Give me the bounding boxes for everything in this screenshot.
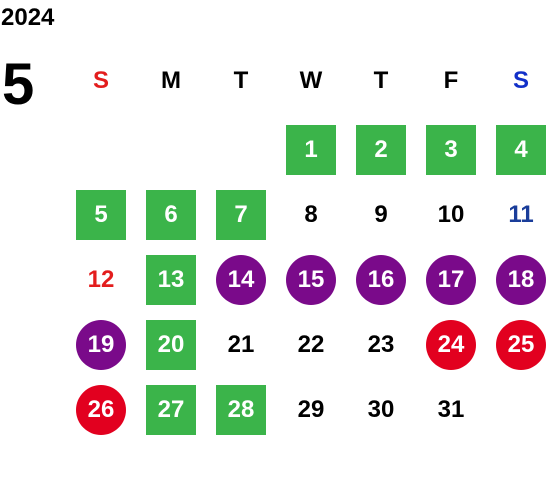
day-4[interactable]: 4 (496, 125, 546, 175)
weekday-saturday: S (512, 67, 529, 94)
weekday-sunday: S (92, 67, 109, 94)
day-21[interactable]: 21 (227, 331, 255, 358)
day-13[interactable]: 13 (146, 255, 196, 305)
day-6[interactable]: 6 (146, 190, 196, 240)
day-17[interactable]: 17 (426, 255, 476, 305)
day-10[interactable]: 10 (437, 201, 465, 228)
day-7[interactable]: 7 (216, 190, 266, 240)
day-20[interactable]: 20 (146, 320, 196, 370)
day-8[interactable]: 8 (304, 201, 318, 228)
day-5[interactable]: 5 (76, 190, 126, 240)
year-label: 2024 (1, 4, 55, 31)
day-1[interactable]: 1 (286, 125, 336, 175)
day-18[interactable]: 18 (496, 255, 546, 305)
day-14[interactable]: 14 (216, 255, 266, 305)
day-25[interactable]: 25 (496, 320, 546, 370)
day-31[interactable]: 31 (437, 396, 465, 423)
day-2[interactable]: 2 (356, 125, 406, 175)
day-26[interactable]: 26 (76, 385, 126, 435)
day-22[interactable]: 22 (297, 331, 325, 358)
day-24[interactable]: 24 (426, 320, 476, 370)
day-3[interactable]: 3 (426, 125, 476, 175)
weekday-monday: M (161, 67, 181, 94)
weekday-thursday: T (373, 67, 389, 94)
day-11[interactable]: 11 (508, 201, 534, 228)
day-12[interactable]: 12 (87, 266, 115, 293)
month-number: 5 (2, 52, 35, 117)
day-28[interactable]: 28 (216, 385, 266, 435)
day-15[interactable]: 15 (286, 255, 336, 305)
day-30[interactable]: 30 (367, 396, 395, 423)
weekday-wednesday: W (299, 67, 323, 94)
day-19[interactable]: 19 (76, 320, 126, 370)
day-16[interactable]: 16 (356, 255, 406, 305)
day-27[interactable]: 27 (146, 385, 196, 435)
day-23[interactable]: 23 (367, 331, 395, 358)
day-9[interactable]: 9 (374, 201, 388, 228)
weekday-tuesday: T (233, 67, 249, 94)
weekday-friday: F (443, 67, 459, 94)
day-29[interactable]: 29 (297, 396, 325, 423)
